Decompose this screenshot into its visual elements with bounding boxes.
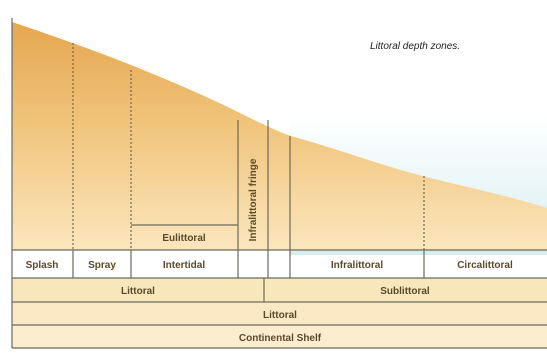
- label-infralittoral: Infralittoral: [331, 260, 383, 271]
- label-circalittoral: Circalittoral: [457, 260, 513, 271]
- label-littoral-row3: Littoral: [121, 286, 155, 297]
- label-eulittoral: Eulittoral: [162, 233, 206, 244]
- label-spray: Spray: [88, 260, 116, 271]
- label-intertidal: Intertidal: [163, 260, 205, 271]
- label-sublittoral: Sublittoral: [380, 286, 430, 297]
- label-infralittoral-fringe: Infralittoral fringe: [248, 158, 259, 241]
- label-littoral-row4: Littoral: [263, 310, 297, 321]
- label-continental-shelf: Continental Shelf: [239, 333, 322, 344]
- band-row-3: [12, 278, 547, 302]
- diagram-caption: Littoral depth zones.: [370, 41, 460, 52]
- label-splash: Splash: [26, 260, 59, 271]
